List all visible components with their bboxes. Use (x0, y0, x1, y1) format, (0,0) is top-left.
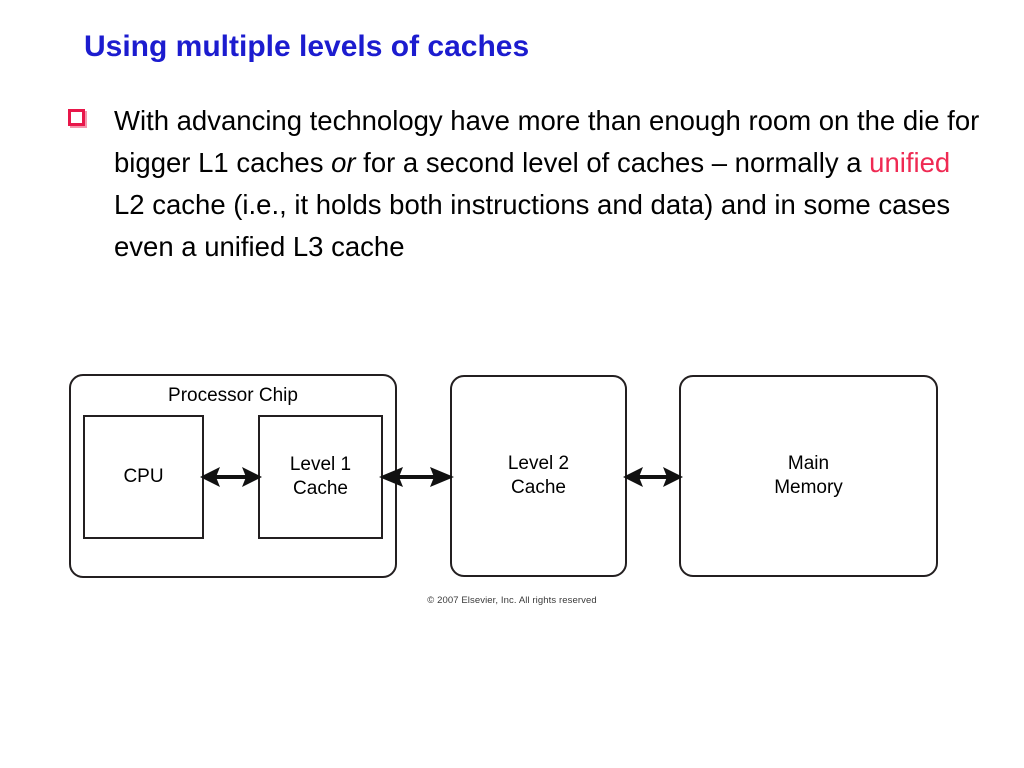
bullet-paragraph: With advancing technology have more than… (114, 100, 984, 268)
bullet-segment-3: for a second level of caches – normally … (355, 147, 870, 178)
level2-cache-label-line1: Level 2 (507, 453, 570, 474)
level2-cache-label-line2: Cache (511, 477, 566, 498)
bullet-segment-5: L2 cache (i.e., it holds both instructio… (114, 189, 951, 262)
bullet-segment-1: With advancing technology have more than… (114, 105, 980, 178)
level1-cache-box: Level 1 Cache (258, 415, 383, 539)
level2-cache-box: Level 2 Cache (450, 375, 627, 577)
processor-chip-label: Processor Chip (168, 385, 298, 406)
level2-cache-label: Level 2 Cache (508, 452, 569, 500)
processor-chip-box: Processor Chip (69, 374, 397, 578)
bullet-segment-2-italic: or (331, 147, 356, 178)
double-arrow-level1-to-level2-icon (379, 467, 454, 487)
bullet-list: With advancing technology have more than… (68, 100, 988, 268)
double-arrow-level2-to-memory-icon (623, 467, 683, 487)
level1-cache-label-line1: Level 1 (289, 454, 352, 475)
level1-cache-label-line2: Cache (293, 478, 348, 499)
main-memory-label: Main Memory (774, 452, 843, 500)
main-memory-label-line1: Main (787, 453, 830, 474)
hollow-square-bullet-icon (68, 109, 85, 126)
cpu-label: CPU (123, 466, 164, 487)
page-title: Using multiple levels of caches (84, 30, 530, 63)
main-memory-label-line2: Memory (774, 477, 843, 498)
main-memory-box: Main Memory (679, 375, 938, 577)
bullet-segment-4-highlight: unified (869, 147, 951, 178)
copyright-notice: © 2007 Elsevier, Inc. All rights reserve… (427, 595, 597, 606)
list-item: With advancing technology have more than… (68, 100, 988, 268)
level1-cache-label: Level 1 Cache (290, 453, 351, 501)
cpu-box: CPU (83, 415, 204, 539)
double-arrow-cpu-to-level1-icon (200, 467, 262, 487)
